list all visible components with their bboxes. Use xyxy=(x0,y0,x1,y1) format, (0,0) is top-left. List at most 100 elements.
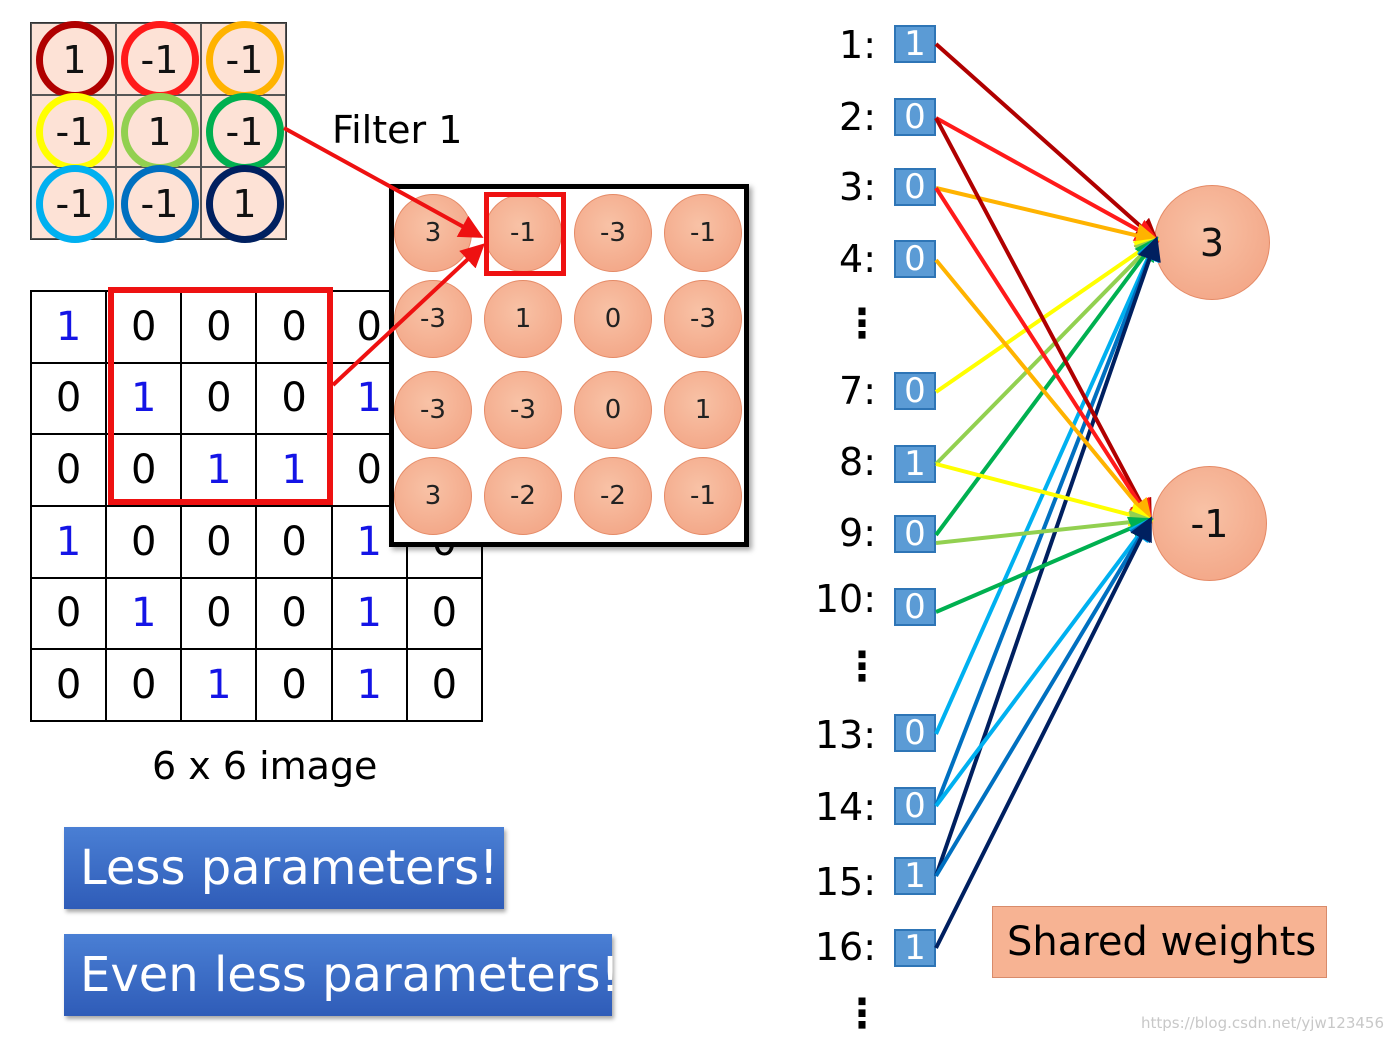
feature-map-value: -3 xyxy=(484,371,562,449)
image-cell: 0 xyxy=(256,505,332,578)
filter-cell: 1 xyxy=(116,93,201,171)
feature-map-highlight xyxy=(484,192,566,276)
input-label: 4: xyxy=(839,237,876,281)
image-cell: 1 xyxy=(331,649,407,721)
shared-weights-callout: Shared weights xyxy=(992,906,1327,978)
weight-line xyxy=(934,516,1153,808)
filter-value: 1 xyxy=(120,93,199,171)
weight-line xyxy=(935,116,1160,242)
filter-value: -1 xyxy=(120,21,199,99)
image-cell: 0 xyxy=(406,649,482,721)
filter-cell: -1 xyxy=(31,165,116,243)
feature-map-value: -3 xyxy=(394,280,472,358)
filter-value: 1 xyxy=(205,165,284,243)
feature-map-value: 3 xyxy=(394,457,472,535)
feature-map-value: -1 xyxy=(664,194,742,272)
weight-line xyxy=(935,516,1154,614)
input-value: 1 xyxy=(894,25,936,63)
feature-map-value: -3 xyxy=(574,194,652,272)
feature-map-value: 1 xyxy=(484,280,562,358)
ellipsis-icon: ⋮ xyxy=(842,644,882,690)
image-cell: 1 xyxy=(181,649,257,721)
filter-label: Filter 1 xyxy=(332,108,463,152)
input-value: 0 xyxy=(894,588,936,626)
weight-line xyxy=(934,236,1159,537)
input-label: 16: xyxy=(814,925,876,969)
filter-cell: -1 xyxy=(31,93,116,171)
filter-value: -1 xyxy=(35,165,114,243)
ellipsis-icon: ⋮ xyxy=(842,301,882,347)
input-label: 15: xyxy=(814,860,876,904)
feature-map-value: -3 xyxy=(394,371,472,449)
weight-line xyxy=(934,236,1161,877)
filter-value: -1 xyxy=(120,165,199,243)
image-cell: 0 xyxy=(181,577,257,650)
input-label: 10: xyxy=(814,577,876,621)
filter-value: 1 xyxy=(35,21,114,99)
even-less-parameters-callout: Even less parameters! xyxy=(64,934,620,1016)
input-value: 1 xyxy=(894,445,936,483)
weight-line xyxy=(934,516,1153,878)
feature-map-value: 0 xyxy=(574,280,652,358)
input-label: 8: xyxy=(839,440,876,484)
feature-map-value: 0 xyxy=(574,371,652,449)
input-label: 13: xyxy=(814,713,876,757)
image-cell: 1 xyxy=(331,577,407,650)
feature-map-value: 1 xyxy=(664,371,742,449)
input-value: 0 xyxy=(894,787,936,825)
image-cell: 0 xyxy=(31,577,107,650)
filter-value: -1 xyxy=(205,21,284,99)
less-parameters-callout: Less parameters! xyxy=(64,827,504,909)
filter-cell: 1 xyxy=(201,165,286,243)
weight-line xyxy=(934,42,1159,243)
filter-cell: 1 xyxy=(31,21,116,99)
weight-line xyxy=(935,186,1160,248)
weight-line xyxy=(934,516,1152,949)
input-label: 14: xyxy=(814,785,876,829)
weight-line xyxy=(935,510,1154,545)
input-label: 3: xyxy=(839,165,876,209)
feature-map-value: -2 xyxy=(574,457,652,535)
input-label: 9: xyxy=(839,511,876,555)
filter-value: -1 xyxy=(205,93,284,171)
input-label: 1: xyxy=(839,23,876,67)
input-value: 0 xyxy=(894,714,936,752)
image-cell: 0 xyxy=(106,434,182,506)
weight-line xyxy=(934,236,1160,807)
output-neuron: 3 xyxy=(1154,185,1270,300)
input-label: 2: xyxy=(839,95,876,139)
feature-map-value: 3 xyxy=(394,194,472,272)
receptive-field-highlight xyxy=(108,287,333,505)
image-cell: 0 xyxy=(106,649,182,721)
weight-line xyxy=(934,237,1159,466)
filter-value: -1 xyxy=(35,93,114,171)
feature-map-value: -1 xyxy=(484,194,562,272)
image-cell: 1 xyxy=(31,505,107,578)
output-neuron: -1 xyxy=(1152,466,1267,581)
input-value: 0 xyxy=(894,372,936,410)
image-cell: 0 xyxy=(181,505,257,578)
weight-line xyxy=(934,117,1152,524)
image-cell: 0 xyxy=(256,649,332,721)
image-cell: 1 xyxy=(331,505,407,578)
input-value: 1 xyxy=(894,857,936,895)
image-cell: 1 xyxy=(31,291,107,363)
input-value: 0 xyxy=(894,168,936,206)
image-cell: 0 xyxy=(256,577,332,650)
ellipsis-icon: ⋮ xyxy=(842,991,882,1037)
filter-cell: -1 xyxy=(201,21,286,99)
filter-grid: 1 -1 -1 -1 1 -1 -1 -1 1 xyxy=(30,21,287,243)
input-value: 0 xyxy=(894,515,936,553)
filter-cell: -1 xyxy=(116,165,201,243)
image-cell: 0 xyxy=(406,577,482,650)
input-value: 0 xyxy=(894,240,936,278)
input-label: 7: xyxy=(839,369,876,413)
image-cell: 0 xyxy=(31,362,107,435)
watermark: https://blog.csdn.net/yjw123456 xyxy=(1140,1014,1384,1032)
feature-map-value: -2 xyxy=(484,457,562,535)
input-value: 1 xyxy=(894,929,936,967)
input-value: 0 xyxy=(894,98,936,136)
weight-line xyxy=(934,186,1153,524)
weight-line xyxy=(934,236,1159,735)
filter-cell: -1 xyxy=(116,21,201,99)
